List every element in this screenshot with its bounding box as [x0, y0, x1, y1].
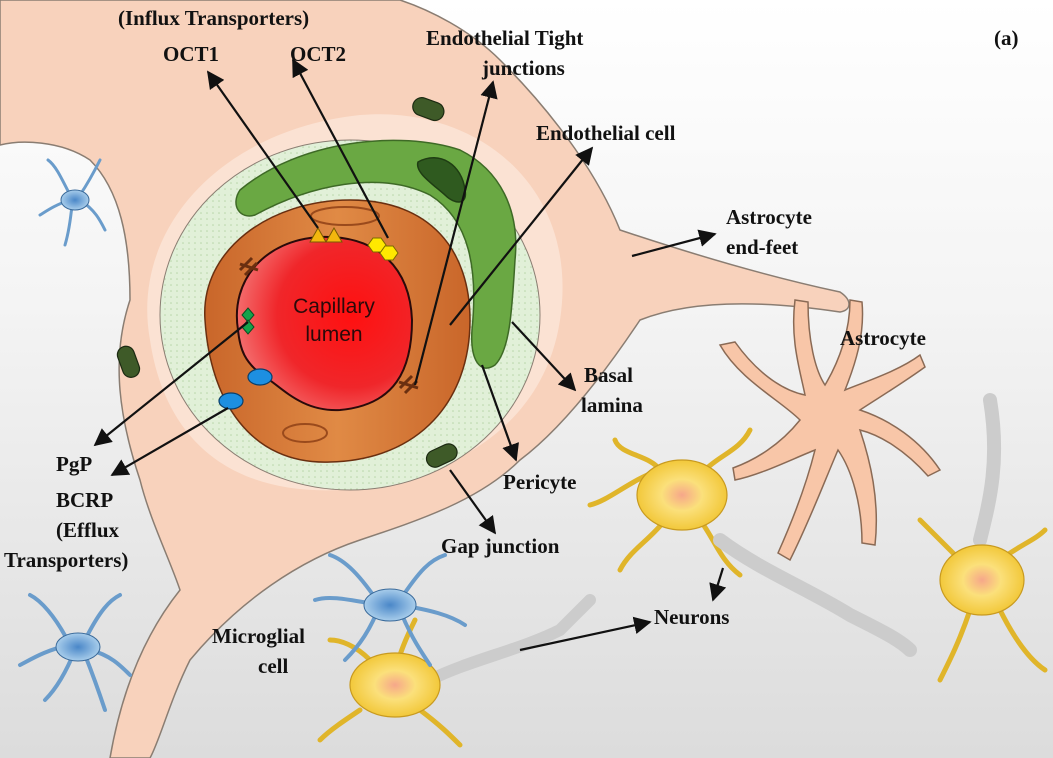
capillary-lumen-label-2: lumen — [284, 322, 384, 348]
panel-label: (a) — [994, 26, 1019, 50]
astrocyte-endfeet-label-1: Astrocyte — [726, 205, 812, 229]
pgp-label: PgP — [56, 452, 92, 476]
microglial-label-1: Microglial — [212, 624, 305, 648]
microglial-label-2: cell — [258, 654, 288, 678]
bcrp-transporter-2 — [219, 393, 243, 409]
tight-junctions-label-2: junctions — [482, 56, 565, 80]
basal-lamina-label-2: lamina — [581, 393, 643, 417]
bcrp-label-1: BCRP — [56, 488, 113, 512]
capillary-lumen-label-1: Capillary — [284, 294, 384, 320]
microglia-topleft — [40, 160, 105, 245]
microglia-left — [20, 595, 130, 710]
neurons-label: Neurons — [654, 605, 729, 629]
bcrp-label-2: (Efflux — [56, 518, 119, 542]
oct2-label: OCT2 — [290, 42, 346, 66]
oct1-label: OCT1 — [163, 42, 219, 66]
astrocyte-label: Astrocyte — [840, 326, 926, 350]
neuron-right — [920, 400, 1045, 680]
basal-lamina-label-1: Basal — [584, 363, 633, 387]
bcrp-label-3: Transporters) — [4, 548, 128, 572]
astrocyte-endfeet-label-2: end-feet — [726, 235, 798, 259]
microglia-center — [315, 555, 465, 665]
neuron-bottom — [320, 600, 590, 745]
bcrp-transporter-1 — [248, 369, 272, 385]
arrow-neurons-top — [713, 568, 723, 600]
influx-transporters-label: (Influx Transporters) — [118, 6, 309, 30]
tight-junctions-label-1: Endothelial Tight — [426, 26, 583, 50]
pericyte-label: Pericyte — [503, 470, 576, 494]
endothelial-cell-label: Endothelial cell — [536, 121, 675, 145]
gap-junction-label: Gap junction — [441, 534, 559, 558]
